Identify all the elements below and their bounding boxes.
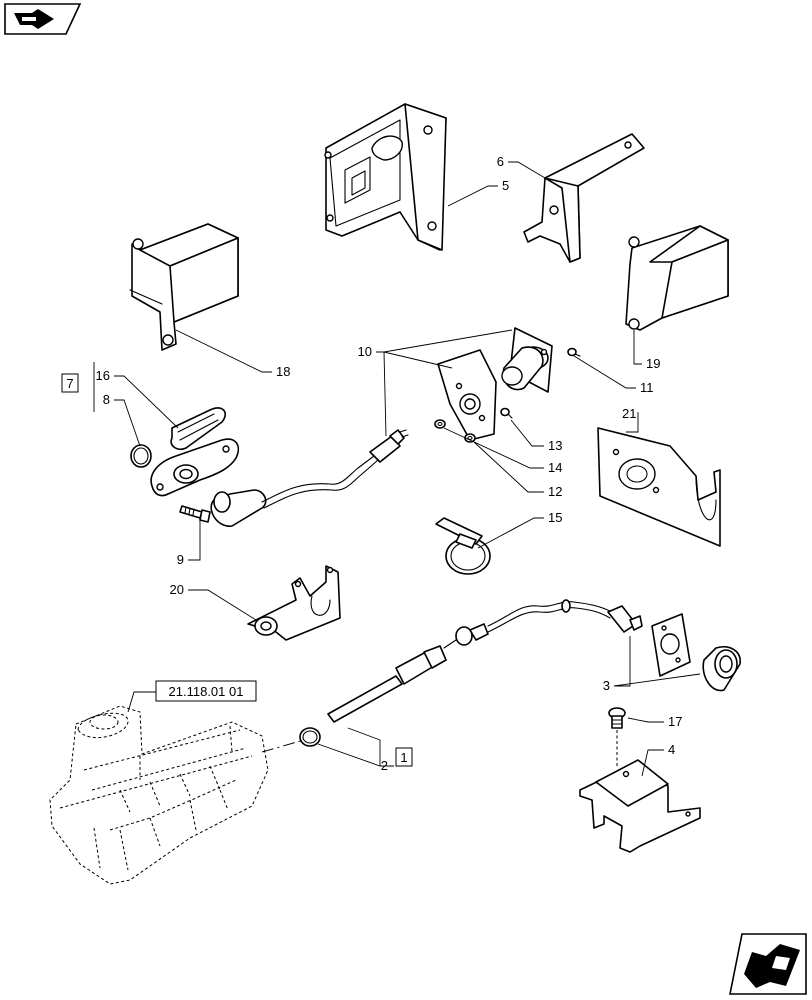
part-8-o-ring: [130, 444, 152, 468]
callout-15: 15: [548, 510, 562, 525]
nav-next-tab[interactable]: [729, 933, 807, 995]
arrow-right-icon: [14, 9, 54, 29]
part-10-connector-mount: [437, 327, 553, 441]
part-17-screw: [608, 707, 626, 766]
part-11-screw: [567, 347, 581, 357]
part-13-screw: [500, 407, 513, 419]
nav-prev-tab[interactable]: [4, 3, 82, 35]
reference-label: 21.118.01 01: [169, 684, 244, 699]
lower-sensor-cable: [443, 599, 643, 649]
callout-21: 21: [622, 406, 636, 421]
part-4-bracket: [579, 759, 701, 853]
callout-4: 4: [668, 742, 675, 757]
callout-13: 13: [548, 438, 562, 453]
upper-sensor-cable: [210, 429, 409, 527]
callout-16: 16: [96, 368, 110, 383]
part-3-connector: [651, 613, 741, 692]
part-16-sensor-body: [150, 407, 240, 497]
callout-2: 2: [381, 758, 388, 773]
callout-box-7: [61, 373, 79, 393]
part-19-cover: [625, 225, 729, 331]
part-6-bracket: [523, 133, 645, 263]
callout-7: 7: [66, 376, 73, 391]
part-1-sensor-probe: [327, 645, 447, 723]
callout-19: 19: [646, 356, 660, 371]
part-18-cover: [129, 223, 239, 351]
leader-lines: [93, 161, 701, 777]
callout-3: 3: [603, 678, 610, 693]
part-14-washer: [434, 419, 446, 429]
callout-14: 14: [548, 460, 562, 475]
oil-pan-ghost: [49, 705, 269, 885]
reference-box: [155, 680, 257, 702]
assembly-centerline: [261, 739, 305, 753]
arrow-left-icon: [744, 944, 800, 988]
callout-9: 9: [177, 552, 184, 567]
part-2-o-ring: [299, 727, 321, 747]
part-9-bolt: [179, 505, 211, 523]
callout-17: 17: [668, 714, 682, 729]
callout-6: 6: [497, 154, 504, 169]
callout-10: 10: [358, 344, 372, 359]
callout-12: 12: [548, 484, 562, 499]
callout-box-1: [395, 747, 413, 767]
part-21-plate: [597, 427, 721, 547]
part-5-bracket: [324, 103, 447, 251]
callout-20: 20: [170, 582, 184, 597]
part-20-clamp-bracket: [247, 565, 341, 641]
callout-8: 8: [103, 392, 110, 407]
callout-18: 18: [276, 364, 290, 379]
callout-labels: 1 2 3 4 5 6 7 8 9 10 11 12 13 14 15 16 1…: [66, 154, 682, 773]
callout-5: 5: [502, 178, 509, 193]
callout-11: 11: [640, 380, 654, 395]
callout-1: 1: [400, 750, 407, 765]
